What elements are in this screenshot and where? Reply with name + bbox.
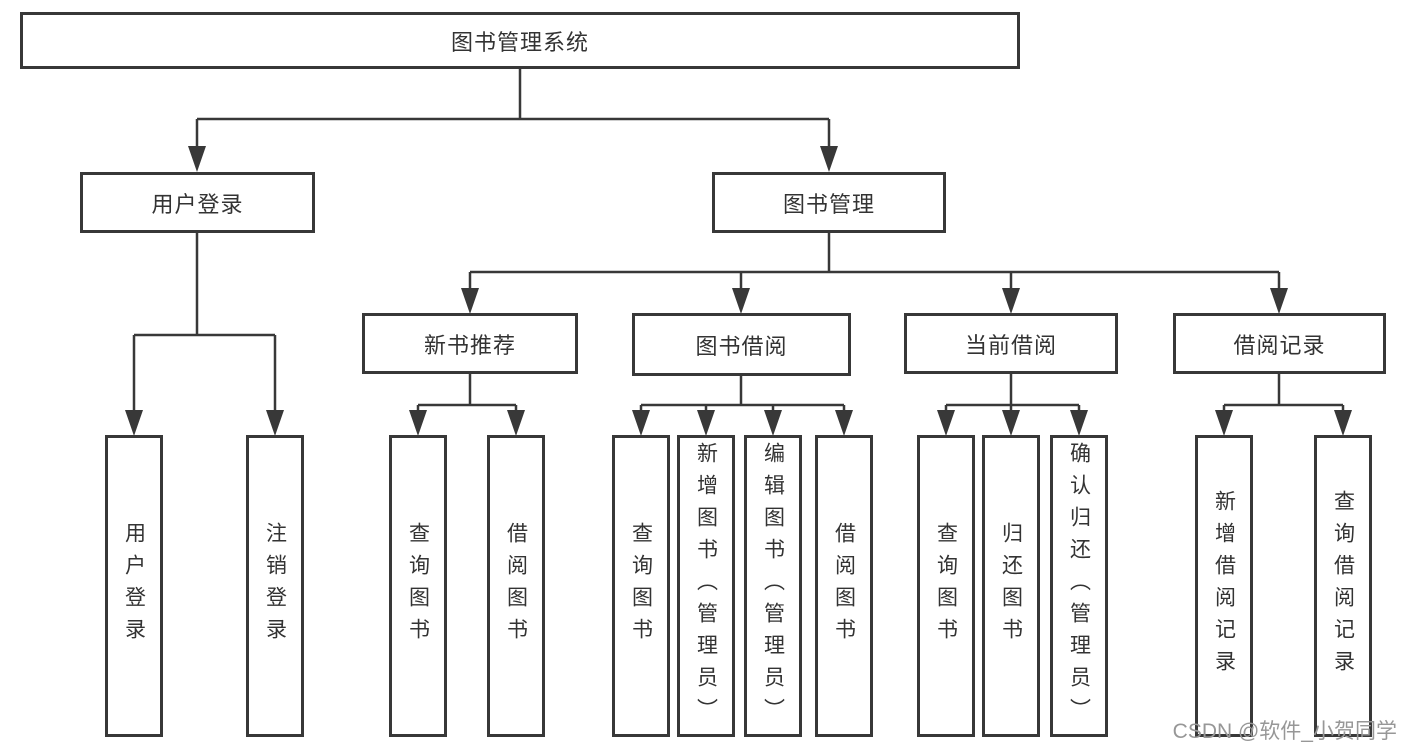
leaf-query-book-borrowing: 查询图书 [612,435,670,737]
leaf-return-book: 归还图书 [982,435,1040,737]
csdn-watermark: CSDN @软件_小贺同学 [1172,720,1397,743]
node-root-label: 图书管理系统 [450,29,589,55]
leaf-query-book-current-label: 查询图书 [934,522,958,650]
leaf-query-book-recommend: 查询图书 [389,435,447,737]
node-book-borrowing: 图书借阅 [632,313,851,376]
leaf-borrow-book-borrowing-label: 借阅图书 [832,522,856,650]
leaf-logout: 注销登录 [246,435,304,737]
leaf-edit-book-admin-label: 编辑图书（管理员） [761,442,785,730]
node-book-management: 图书管理 [712,172,946,233]
leaf-add-borrow-record-label: 新增借阅记录 [1212,490,1236,682]
leaf-add-book-admin-label: 新增图书（管理员） [694,442,718,730]
leaf-user-login-label: 用户登录 [122,522,146,650]
node-book-management-label: 图书管理 [782,191,875,217]
node-root-system: 图书管理系统 [20,12,1020,69]
leaf-query-book-recommend-label: 查询图书 [406,522,430,650]
leaf-query-borrow-record-label: 查询借阅记录 [1331,490,1355,682]
leaf-edit-book-admin: 编辑图书（管理员） [744,435,802,737]
leaf-confirm-return-admin-label: 确认归还（管理员） [1067,442,1091,730]
leaf-logout-label: 注销登录 [263,522,287,650]
node-new-book-recommend-label: 新书推荐 [423,332,516,358]
leaf-query-borrow-record: 查询借阅记录 [1314,435,1372,737]
node-borrow-records-label: 借阅记录 [1233,332,1326,358]
leaf-query-book-current: 查询图书 [917,435,975,737]
leaf-query-book-borrowing-label: 查询图书 [629,522,653,650]
node-book-borrowing-label: 图书借阅 [695,333,788,359]
node-user-login: 用户登录 [80,172,315,233]
leaf-add-borrow-record: 新增借阅记录 [1195,435,1253,737]
node-new-book-recommend: 新书推荐 [362,313,578,374]
leaf-user-login: 用户登录 [105,435,163,737]
node-current-borrowing: 当前借阅 [904,313,1118,374]
leaf-confirm-return-admin: 确认归还（管理员） [1050,435,1108,737]
node-user-login-label: 用户登录 [151,191,244,217]
node-current-borrowing-label: 当前借阅 [964,332,1057,358]
leaf-borrow-book-recommend: 借阅图书 [487,435,545,737]
node-borrow-records: 借阅记录 [1173,313,1386,374]
leaf-borrow-book-recommend-label: 借阅图书 [504,522,528,650]
leaf-borrow-book-borrowing: 借阅图书 [815,435,873,737]
leaf-return-book-label: 归还图书 [999,522,1023,650]
leaf-add-book-admin: 新增图书（管理员） [677,435,735,737]
